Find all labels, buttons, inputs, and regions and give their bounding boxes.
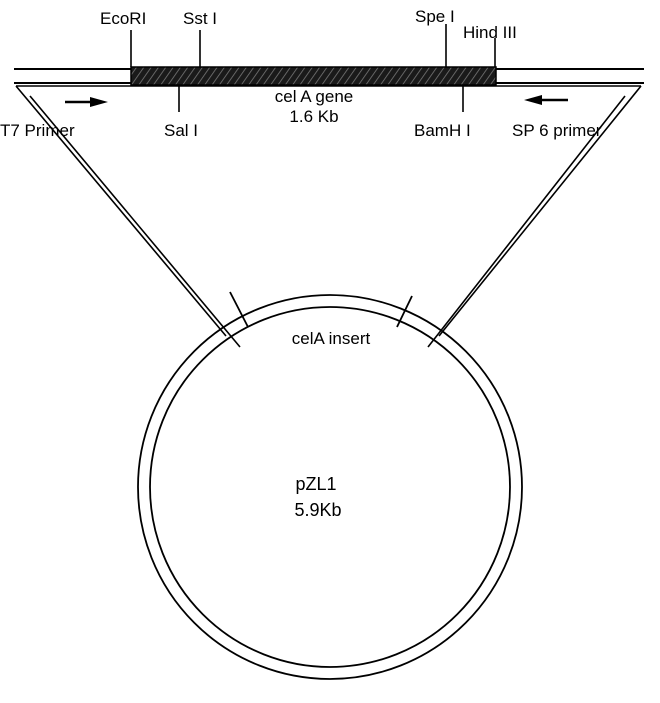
label-sst1: Sst I: [183, 9, 217, 28]
gene-insert-block: [130, 66, 497, 86]
gene-size-label: 1.6 Kb: [289, 107, 338, 126]
label-sal1: Sal I: [164, 121, 198, 140]
gene-name-label: cel A gene: [275, 87, 353, 106]
label-hind3: Hind III: [463, 23, 517, 42]
label-bamh1: BamH I: [414, 121, 471, 140]
label-ecori: EcoRI: [100, 9, 146, 28]
plasmid-inner-ring: [149, 306, 511, 668]
insert-boundary-left: [229, 291, 249, 328]
insert-boundary-right: [396, 295, 413, 328]
plasmid-name-label: pZL1: [295, 474, 336, 494]
plasmid-size-label: 5.9Kb: [294, 500, 341, 520]
label-t7-primer: T7 Primer: [0, 121, 75, 140]
expansion-funnel: [15, 85, 642, 348]
label-spe1: Spe I: [415, 7, 455, 26]
plasmid-outer-ring: [137, 294, 523, 680]
insert-label: celA insert: [292, 329, 371, 348]
t7-primer-arrow: [65, 97, 108, 107]
label-sp6-primer: SP 6 primer: [512, 121, 602, 140]
sp6-primer-arrow: [524, 95, 568, 105]
